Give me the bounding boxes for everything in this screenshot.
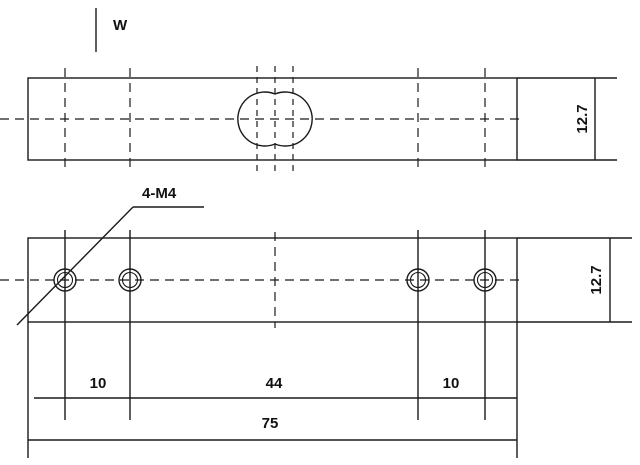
callout-leader: [16, 206, 134, 326]
top-view: 12.7: [0, 66, 617, 176]
load-label: W: [113, 17, 128, 34]
dimension-chain: 10 44 10 75: [28, 375, 517, 441]
end-spacing-left-label: 10: [90, 375, 107, 392]
end-spacing-right-label: 10: [443, 375, 460, 392]
load-indicator: W: [95, 8, 128, 52]
side-view-height-label: 12.7: [588, 265, 605, 294]
overall-length-label: 75: [262, 415, 279, 432]
hole-callout-label: 4-M4: [142, 185, 177, 202]
side-view: 12.7 4-M4: [0, 185, 632, 458]
top-view-height-label: 12.7: [574, 104, 591, 133]
hole-center-spacing-label: 44: [266, 375, 283, 392]
binocular-cutout: [237, 91, 313, 147]
